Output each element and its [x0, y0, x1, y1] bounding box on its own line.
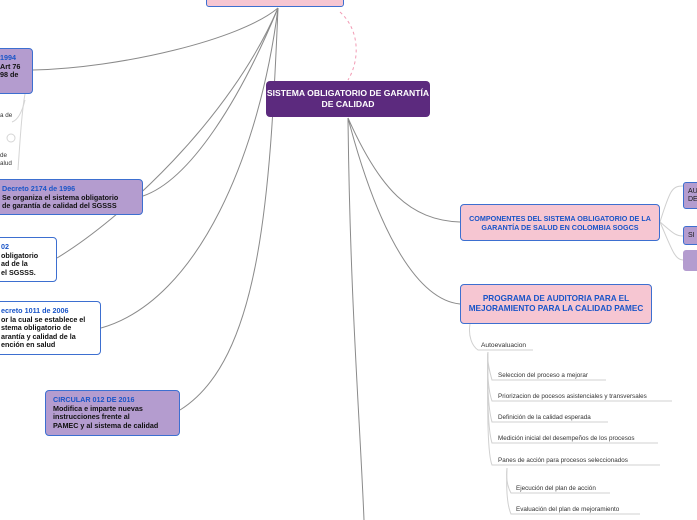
node-decreto-2174[interactable]: Decreto 2174 de 1996 Se organiza el sist…: [0, 179, 143, 215]
fragment-label: alud: [0, 160, 12, 167]
node-decreto-1011[interactable]: ecreto 1011 de 2006 or la cual se establ…: [0, 301, 101, 355]
node-2002-line: ad de la: [1, 259, 28, 269]
node-decreto-1011-title: ecreto 1011 de 2006: [1, 306, 69, 315]
stub-node-au[interactable]: AU DE: [683, 182, 697, 209]
node-decreto-1011-line: arantía y calidad de la: [1, 331, 76, 341]
node-decreto-1011-line: stema obligatorio de: [1, 323, 72, 333]
node-1994-line: 98 de: [0, 70, 19, 80]
node-circular-012-line: PAMEC y al sistema de calidad: [53, 420, 159, 430]
fragment-label: a de: [0, 112, 13, 119]
node-decreto-1011-line: or la cual se establece el: [1, 314, 86, 324]
node-2002-line: obligatorio: [1, 250, 39, 260]
node-1994[interactable]: 1994 Art 76 98 de: [0, 48, 33, 94]
node-circular-012-line: instrucciones frente al: [53, 412, 130, 422]
node-pamec-label: PROGRAMA DE AUDITORIA PARA EL MEJORAMIEN…: [468, 294, 644, 313]
node-circular-012[interactable]: CIRCULAR 012 DE 2016 Modifica e imparte …: [45, 390, 180, 436]
pamec-sub-item[interactable]: Evaluación del plan de mejoramiento: [516, 506, 620, 513]
fragment-label: de: [0, 152, 8, 159]
node-1994-title: 1994: [0, 53, 16, 62]
node-2002-title: 02: [1, 242, 9, 251]
top-node[interactable]: [206, 0, 344, 7]
pamec-item[interactable]: Definición de la calidad esperada: [498, 414, 591, 421]
node-pamec[interactable]: PROGRAMA DE AUDITORIA PARA EL MEJORAMIEN…: [460, 284, 652, 324]
node-2002[interactable]: 02 obligatorio ad de la el SGSSS.: [0, 237, 57, 282]
pamec-item[interactable]: Medición inicial del desempeños de los p…: [498, 435, 635, 442]
node-decreto-2174-title: Decreto 2174 de 1996: [2, 184, 76, 193]
stub-node-si[interactable]: SI: [683, 226, 697, 245]
node-decreto-2174-line: Se organiza el sistema obligatorio: [2, 192, 119, 202]
node-circular-012-line: Modifica e imparte nuevas: [53, 403, 143, 413]
central-topic[interactable]: SISTEMA OBLIGATORIO DE GARANTÍA DE CALID…: [266, 81, 430, 117]
pamec-item[interactable]: Panes de acción para procesos selecciona…: [498, 457, 628, 464]
pamec-sub-item[interactable]: Ejecución del plan de acción: [516, 485, 596, 492]
stub-node-si-label: SI: [688, 232, 695, 239]
node-decreto-2174-line: de garantía de calidad del SGSSS: [2, 201, 117, 211]
central-topic-label: SISTEMA OBLIGATORIO DE GARANTÍA DE CALID…: [266, 88, 430, 109]
stub-node-3[interactable]: [683, 250, 697, 271]
node-componentes-label: COMPONENTES DEL SISTEMA OBLIGATORIO DE L…: [469, 213, 651, 232]
pamec-item[interactable]: Priorizacion de pocesos asistenciales y …: [498, 393, 647, 400]
pamec-root-item[interactable]: Autoevaluacion: [481, 342, 527, 349]
pamec-item[interactable]: Seleccion del proceso a mejorar: [498, 372, 588, 379]
node-2002-line: el SGSSS.: [1, 267, 36, 277]
node-componentes-sogcs[interactable]: COMPONENTES DEL SISTEMA OBLIGATORIO DE L…: [460, 204, 660, 241]
stub-node-au-label: AU DE: [688, 188, 697, 203]
node-1994-line: Art 76: [0, 61, 21, 71]
node-circular-012-title: CIRCULAR 012 DE 2016: [53, 395, 135, 404]
node-decreto-1011-line: ención en salud: [1, 340, 56, 350]
